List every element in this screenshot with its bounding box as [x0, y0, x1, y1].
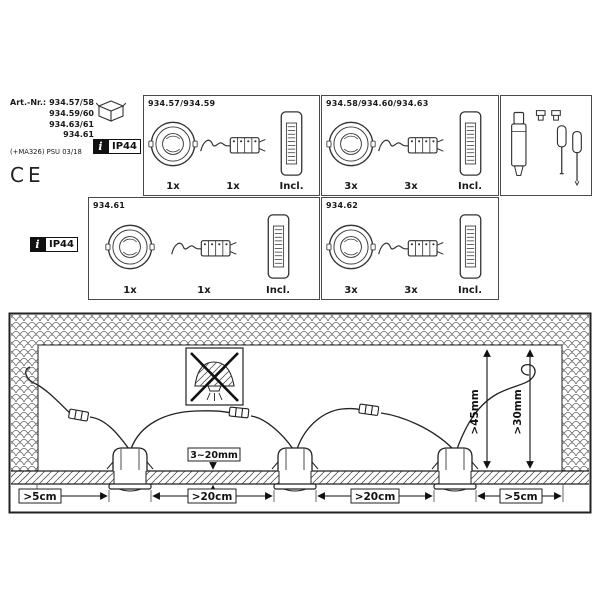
article-number: 934.57/58	[49, 98, 94, 107]
ip-rating-label: IP44	[108, 139, 141, 154]
dim-recess-depth-45: >45mm	[469, 389, 481, 434]
package-icon	[95, 98, 127, 128]
spot-quantity: 1x	[123, 285, 137, 296]
kit-panel-934-57: 934.57/934.59 1x 1x Incl.	[143, 95, 320, 196]
kit-item-cable: 1x	[198, 108, 268, 192]
led-driver-icon	[458, 210, 483, 283]
kit-item-spot: 1x	[148, 108, 198, 192]
kit-item-spot: 3x	[326, 108, 376, 192]
ip44-badge: i IP44	[30, 237, 78, 252]
recessed-spot-icon	[326, 108, 376, 179]
cable-quantity: 1x	[226, 181, 240, 192]
dim-recess-depth-30: >30mm	[512, 389, 524, 434]
installation-section: >5cm >20cm >20cm >5cm 3~20mm >45mm >30mm	[8, 312, 592, 518]
info-icon: i	[30, 237, 45, 252]
kit-panel-934-62: 934.62 3x 3x Incl.	[321, 197, 499, 300]
dim-spacing-1: >20cm	[192, 491, 233, 503]
cable-quantity: 3x	[404, 181, 418, 192]
dim-spacing-2: >20cm	[355, 491, 396, 503]
dim-label-box	[499, 488, 543, 504]
dim-label-box	[187, 447, 241, 462]
article-number-block: Art.-Nr.: 934.57/58 934.59/60 934.63/61 …	[10, 98, 94, 187]
kit-item-cable: 3x	[376, 108, 446, 192]
cable-connector-icon	[376, 210, 446, 283]
panel-title: 934.57/934.59	[148, 99, 216, 108]
dim-clearance-left: >5cm	[23, 491, 56, 503]
kit-item-spot: 3x	[326, 210, 376, 296]
recessed-spot-icon	[326, 210, 376, 283]
kit-panel-934-61: 934.61 1x 1x Incl.	[88, 197, 320, 300]
dim-clearance-right: >5cm	[504, 491, 537, 503]
insulation-hatch	[11, 315, 589, 471]
dim-label-box	[187, 488, 237, 504]
dim-label-box	[350, 488, 400, 504]
kit-panel-934-58: 934.58/934.60/934.63 3x 3x Incl.	[321, 95, 499, 196]
downlight-2	[271, 447, 319, 492]
driver-quantity: Incl.	[458, 181, 482, 192]
ip-rating-label: IP44	[45, 237, 78, 252]
kit-item-driver: Incl.	[446, 210, 494, 296]
spot-quantity: 1x	[166, 181, 180, 192]
panel-title: 934.61	[93, 201, 126, 210]
downlight-1	[106, 447, 154, 492]
psu-note: (+MA326) PSU 03/18	[10, 148, 82, 157]
kit-item-driver: Incl.	[446, 108, 494, 192]
kit-item-cable: 1x	[167, 210, 241, 296]
driver-quantity: Incl.	[266, 285, 290, 296]
tools-panel	[500, 95, 592, 196]
panel-title: 934.62	[326, 201, 359, 210]
downlight-3	[431, 447, 479, 492]
kit-item-cable: 3x	[376, 210, 446, 296]
ip44-badge: i IP44	[93, 139, 141, 154]
dim-panel-thickness: 3~20mm	[190, 450, 238, 461]
installation-diagram: >5cm >20cm >20cm >5cm 3~20mm >45mm >30mm	[8, 312, 592, 514]
spot-quantity: 3x	[344, 285, 358, 296]
panel-title: 934.58/934.60/934.63	[326, 99, 429, 108]
led-driver-icon	[279, 108, 304, 179]
spot-quantity: 3x	[344, 181, 358, 192]
dim-label-box	[18, 488, 62, 504]
article-number: 934.63/61	[49, 119, 94, 129]
driver-quantity: Incl.	[458, 285, 482, 296]
ce-mark: CE	[10, 163, 45, 188]
do-not-cover-warning-icon	[185, 347, 244, 406]
article-number: 934.59/60	[49, 108, 94, 118]
kit-item-driver: Incl.	[268, 108, 315, 192]
kit-item-driver: Incl.	[241, 210, 315, 296]
kit-item-spot: 1x	[93, 210, 167, 296]
led-driver-icon	[458, 108, 483, 179]
info-icon: i	[93, 139, 108, 154]
article-number: 934.61	[63, 130, 94, 140]
tools-icon	[504, 99, 588, 189]
recessed-spot-icon	[148, 108, 198, 179]
cable-connector-icon	[198, 108, 268, 179]
recessed-spot-icon	[105, 210, 155, 283]
led-driver-icon	[266, 210, 291, 283]
cable-quantity: 1x	[197, 285, 211, 296]
driver-quantity: Incl.	[279, 181, 304, 192]
cable-connector-icon	[376, 108, 446, 179]
cable-connector-icon	[169, 210, 239, 283]
cable-connector-boxes	[68, 403, 380, 422]
cable-quantity: 3x	[404, 285, 418, 296]
article-number-label: Art.-Nr.:	[10, 98, 47, 107]
